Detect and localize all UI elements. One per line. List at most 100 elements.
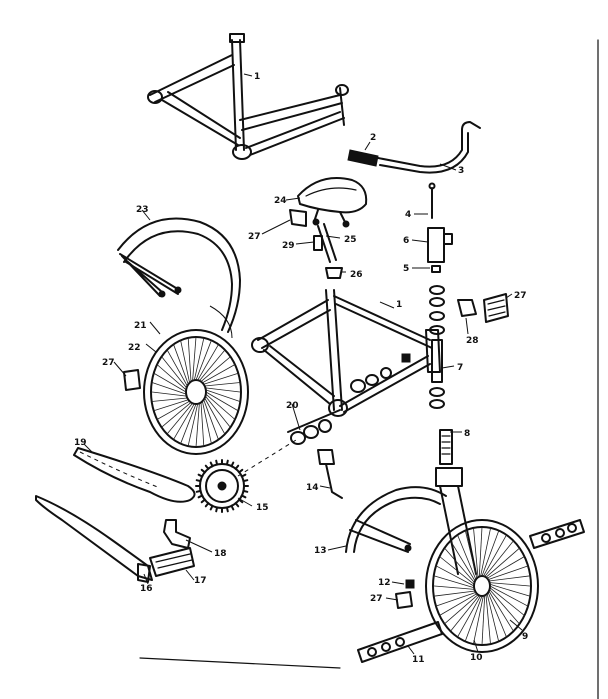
sprocket-tooth (215, 459, 219, 466)
wheel-spoke (200, 402, 205, 447)
wheel-spoke (464, 530, 478, 579)
callout-stem-bolt: 4 (405, 210, 411, 220)
callout-headset-nut: 5 (403, 264, 409, 274)
sprocket-tooth (200, 498, 206, 504)
wheel-spoke (432, 585, 475, 590)
wheel-spoke (204, 382, 241, 387)
wheel-spoke (203, 399, 219, 440)
callout-handlebar: 3 (458, 166, 464, 176)
callout-frame-main: 1 (396, 300, 402, 310)
callout-saddle: 24 (274, 196, 287, 206)
front-fender-drawing (345, 486, 447, 553)
callout-crank: 18 (214, 549, 227, 559)
callout-reflector-right: 27 (514, 291, 527, 301)
wheel-spoke (187, 337, 192, 382)
wheel-spoke (195, 340, 212, 381)
wheel-spoke (489, 587, 525, 616)
wheel-spoke (173, 403, 195, 440)
sprocket-tooth (238, 498, 244, 504)
wheel-spoke (197, 344, 219, 381)
callout-seat-clamp: 26 (350, 270, 363, 280)
frame-main-drawing (251, 289, 441, 417)
callout-front-axle-set: 11 (412, 655, 425, 665)
sprocket-tooth (242, 489, 249, 493)
wheel-spoke (433, 575, 475, 589)
wheel-spoke (173, 344, 189, 385)
pedal-drawing (137, 547, 195, 583)
callout-pedal-right: 17 (194, 576, 207, 586)
sprocket-tooth (195, 479, 202, 483)
stem-drawing (427, 182, 453, 273)
wheel-spoke (202, 401, 212, 444)
handlebar-drawing (347, 121, 481, 174)
wheel-spoke (205, 387, 242, 393)
wheel-spoke (444, 547, 475, 583)
frame-top-drawing (147, 33, 349, 160)
wheel-spoke (478, 526, 483, 577)
wheel-spoke (180, 340, 190, 383)
wheel-spoke (150, 391, 187, 397)
wheel-spoke (161, 402, 192, 428)
sprocket-tooth (230, 504, 235, 511)
bottom-bracket-drawing (287, 409, 341, 445)
wheel-spoke (193, 337, 205, 381)
rear-wheel-drawing (143, 329, 249, 455)
wheel-spoke (166, 349, 188, 387)
wheel-spoke (481, 595, 486, 646)
sprocket-tooth (234, 464, 240, 470)
callout-rear-tire: 22 (128, 343, 141, 353)
wheel-spoke (487, 565, 529, 580)
callout-rear-fender: 23 (136, 205, 149, 215)
callout-headset-set: 7 (457, 363, 463, 373)
wheel-spoke (464, 595, 483, 642)
callout-labels: 1 1 2 3 4 5 6 7 8 9 10 11 12 13 14 15 16… (74, 72, 528, 665)
callout-pedal-left: 16 (140, 584, 153, 594)
wheel-spoke (489, 583, 531, 597)
front-axle-parts-drawing (357, 519, 585, 663)
callout-stem: 6 (403, 236, 409, 246)
seat-post-drawing (289, 209, 343, 279)
sprocket-tooth (204, 464, 210, 470)
wheel-spoke (153, 399, 189, 412)
sprocket-tooth (209, 504, 214, 511)
front-wheel-drawing (425, 519, 539, 653)
callout-front-tire: 10 (470, 653, 483, 663)
callout-seat-bracket: 29 (282, 241, 295, 251)
leader-lines (83, 73, 523, 655)
wheel-spoke (435, 565, 475, 587)
wheel-spoke (489, 585, 529, 607)
wheel-spoke (161, 356, 187, 389)
wheel-spoke (488, 575, 531, 582)
callout-fork: 8 (464, 429, 470, 439)
wheel-spoke (450, 595, 480, 632)
reflector-bracket-drawing (457, 293, 509, 323)
wheel-spoke (485, 594, 491, 645)
front-nut-drawing (395, 579, 415, 609)
kickstand-drawing (317, 449, 343, 499)
sprocket-tooth (238, 468, 244, 474)
rear-fender-drawing (117, 217, 241, 333)
callout-front-wheel: 9 (522, 632, 528, 642)
chain-drawing (73, 447, 196, 503)
wheel-spoke (481, 530, 500, 577)
wheel-spoke (457, 595, 481, 638)
wheel-spoke (486, 556, 525, 579)
scan-mark-bottom (139, 657, 341, 669)
wheel-spoke (205, 393, 236, 420)
wheel-spoke (480, 527, 491, 577)
sprocket-tooth (215, 506, 219, 513)
sprocket-tooth (195, 489, 202, 493)
wheel-spoke (153, 372, 187, 393)
wheel-spoke (487, 592, 507, 638)
wheel-spoke (486, 593, 500, 642)
sprocket-tooth (197, 494, 204, 499)
sprocket-tooth (209, 461, 214, 468)
wheel-spoke (489, 582, 532, 587)
wheel-spoke (473, 595, 484, 645)
callout-rear-wheel: 21 (134, 321, 147, 331)
sprocket-tooth (240, 494, 247, 499)
wheel-spoke (484, 540, 514, 577)
wheel-spoke (204, 397, 226, 435)
callout-front-fender: 13 (314, 546, 327, 556)
